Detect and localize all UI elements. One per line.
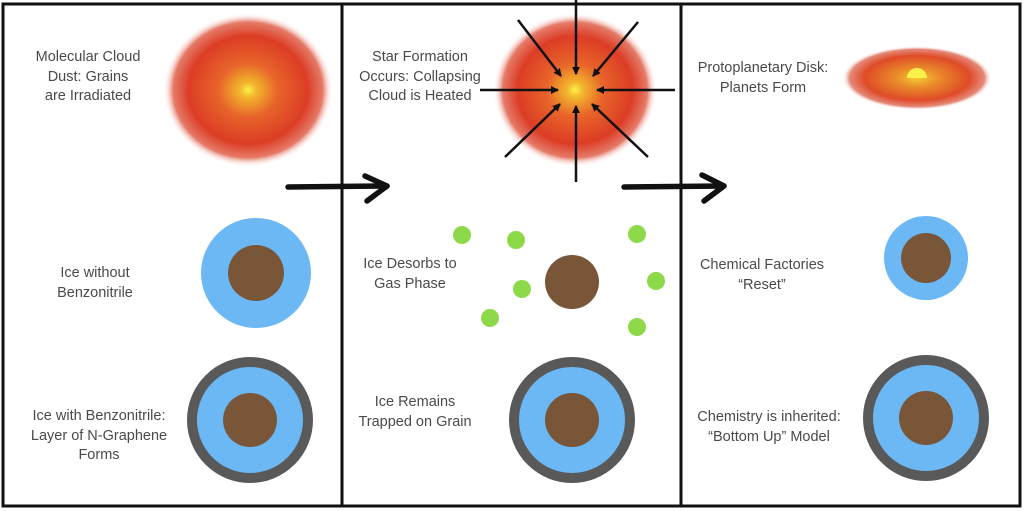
panel-3-border: [679, 2, 1022, 508]
arrow-bottom-left: [504, 103, 561, 158]
bare-dust-grain: [545, 255, 599, 309]
gas-molecule: [628, 318, 646, 336]
panel-1-middle-label: Ice without Benzonitrile: [57, 265, 133, 301]
dust-grain-1: [228, 245, 284, 301]
gas-molecule: [453, 226, 471, 244]
collapse-arrows: [480, 0, 675, 182]
panel-2-middle-label: Ice Desorbs to Gas Phase: [363, 256, 457, 292]
progression-arrow-1: [285, 173, 390, 204]
dust-grain-2: [223, 393, 277, 447]
panel-3-middle-label: Chemical Factories “Reset”: [699, 257, 825, 293]
panel-2-top-label: Star Formation Occurs: Collapsing Cloud …: [359, 49, 481, 104]
panel-3-top-label: Protoplanetary Disk: Planets Form: [697, 60, 829, 96]
gas-molecule: [507, 231, 525, 249]
gas-phase-molecules: [453, 225, 665, 336]
protostar: [907, 68, 927, 78]
gas-molecule: [628, 225, 646, 243]
dust-grain-3: [545, 393, 599, 447]
dust-grain-4: [901, 233, 951, 283]
progression-arrow-2: [621, 172, 727, 204]
arrow-bottom-right: [591, 103, 649, 158]
gas-molecule: [481, 309, 499, 327]
arrow-top-right: [592, 21, 639, 77]
gas-molecule: [513, 280, 531, 298]
gas-molecule: [647, 272, 665, 290]
dust-grain-5: [899, 391, 953, 445]
panel-3-bottom-label: Chemistry is inherited: “Bottom Up” Mode…: [697, 409, 841, 445]
molecular-cloud: [163, 13, 333, 167]
panel-2-bottom-label: Ice Remains Trapped on Grain: [358, 394, 472, 430]
panel-1-bottom-label: Ice with Benzonitrile: Layer of N-Graphe…: [30, 408, 168, 463]
arrow-top-left: [517, 19, 562, 77]
panel-1-top-label: Molecular Cloud Dust: Grains are Irradia…: [35, 49, 141, 104]
